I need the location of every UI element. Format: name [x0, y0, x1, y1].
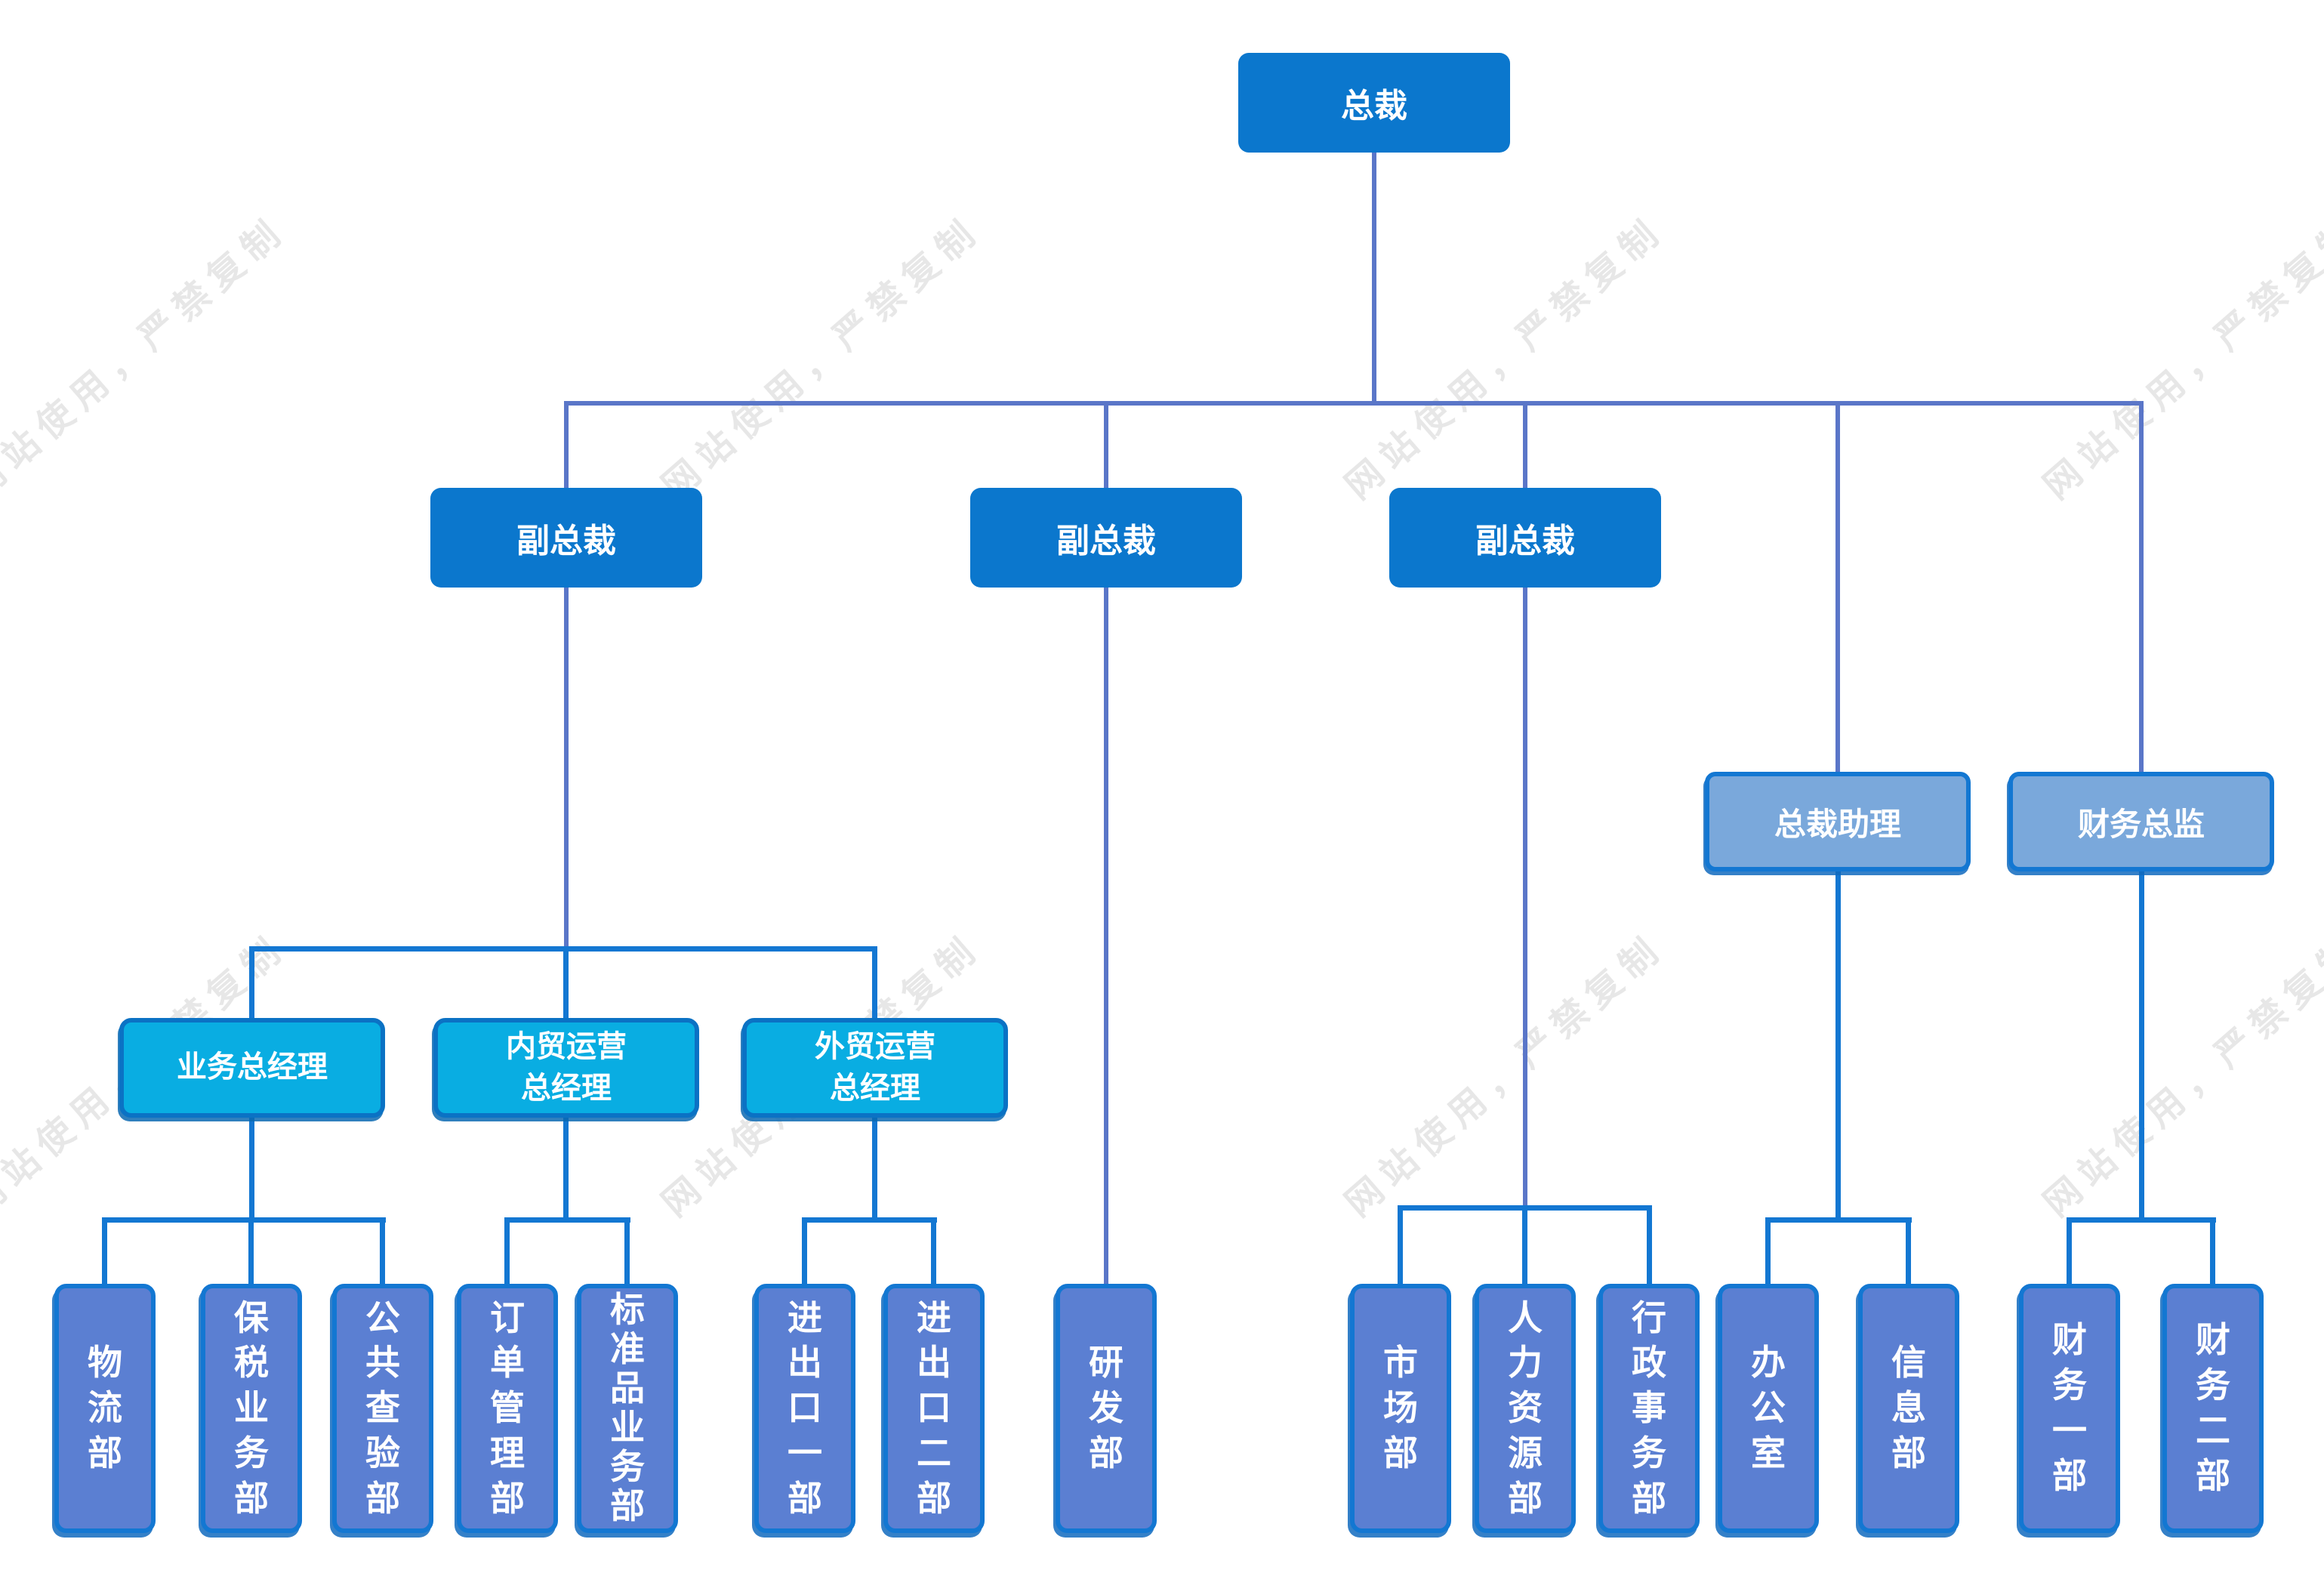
connector [504, 1217, 510, 1284]
connector [1372, 151, 1376, 406]
connector [1835, 871, 1841, 1223]
node-dept-it: 信息部 [1858, 1284, 1959, 1533]
node-vp2: 副总裁 [970, 488, 1242, 588]
connector [249, 1118, 254, 1223]
connector [2067, 1217, 2072, 1284]
connector [564, 588, 569, 951]
node-dept-orders: 订单管理部 [457, 1284, 558, 1533]
node-label: 市场部 [1383, 1342, 1418, 1473]
node-dept-standard: 标准品业务部 [577, 1284, 678, 1533]
connector [563, 1118, 569, 1223]
node-dept-inspection: 公共查验部 [332, 1284, 433, 1533]
node-dept-logistics: 物流部 [54, 1284, 156, 1533]
connector [1647, 1205, 1652, 1284]
node-dept-hr: 人力资源部 [1475, 1284, 1576, 1533]
node-dept-finance-2: 财务二部 [2162, 1284, 2264, 1533]
connector [102, 1217, 107, 1284]
node-label: 进出口一部 [788, 1297, 822, 1519]
node-label: 研发部 [1089, 1342, 1123, 1473]
connector [380, 1217, 385, 1284]
node-gm-business: 业务总经理 [119, 1018, 385, 1118]
node-label: 内贸运营 总经理 [506, 1029, 627, 1106]
connector [1835, 401, 1840, 773]
node-label: 标准品业务部 [610, 1289, 645, 1526]
node-dept-marketing: 市场部 [1350, 1284, 1451, 1533]
node-dept-office: 办公室 [1718, 1284, 1819, 1533]
node-label: 人力资源部 [1508, 1297, 1543, 1519]
connector [1906, 1217, 1911, 1284]
node-label: 副总裁 [1475, 522, 1575, 560]
connector [564, 401, 2144, 406]
connector [249, 946, 254, 1019]
node-dept-import-export-2: 进出口二部 [883, 1284, 985, 1533]
node-label: 外贸运营 总经理 [815, 1029, 935, 1106]
node-label: 信息部 [1891, 1342, 1926, 1473]
watermark: 网站使用，严禁复制 [1337, 925, 1673, 1226]
connector [102, 1217, 386, 1223]
connector [248, 1217, 254, 1284]
node-gm-foreign: 外贸运营 总经理 [742, 1018, 1008, 1118]
connector [1523, 401, 1527, 489]
watermark: 网站使用，严禁复制 [0, 208, 295, 508]
node-label: 总裁 [1341, 87, 1407, 125]
connector [504, 1217, 630, 1223]
watermark: 网站使用，严禁复制 [1337, 208, 1673, 508]
connector [1523, 588, 1527, 1210]
connector [931, 1217, 936, 1284]
connector [802, 1217, 937, 1223]
node-president: 总裁 [1238, 53, 1510, 153]
node-label: 行政事务部 [1632, 1297, 1666, 1519]
connector [872, 1118, 877, 1223]
node-label: 财务一部 [2052, 1319, 2087, 1496]
node-label: 办公室 [1751, 1342, 1786, 1473]
connector [564, 401, 569, 489]
connector [2210, 1217, 2215, 1284]
node-label: 副总裁 [516, 522, 616, 560]
node-vp3: 副总裁 [1389, 488, 1661, 588]
connector [872, 946, 877, 1019]
watermark: 网站使用，严禁复制 [2036, 208, 2324, 508]
node-dept-admin: 行政事务部 [1598, 1284, 1700, 1533]
connector [1398, 1205, 1403, 1284]
node-label: 保税业务部 [234, 1297, 269, 1519]
node-cfo: 财务总监 [2008, 772, 2274, 871]
connector [2067, 1217, 2216, 1223]
node-label: 公共查验部 [365, 1297, 400, 1519]
node-label: 业务总经理 [177, 1050, 328, 1085]
watermark: 网站使用，严禁复制 [2036, 925, 2324, 1226]
node-dept-rnd: 研发部 [1056, 1284, 1157, 1533]
watermark: 网站使用，严禁复制 [654, 208, 990, 508]
node-label: 财务二部 [2196, 1319, 2230, 1496]
connector [1104, 588, 1108, 1285]
node-assistant: 总裁助理 [1705, 772, 1971, 871]
connector [2139, 401, 2144, 773]
connector [563, 946, 569, 1019]
node-label: 财务总监 [2077, 805, 2205, 843]
connector [1765, 1217, 1912, 1223]
node-vp1: 副总裁 [430, 488, 702, 588]
node-dept-import-export-1: 进出口一部 [754, 1284, 855, 1533]
node-label: 订单管理部 [490, 1297, 525, 1519]
connector [1104, 401, 1108, 489]
node-label: 副总裁 [1056, 522, 1156, 560]
node-label: 总裁助理 [1774, 805, 1901, 843]
connector [1765, 1217, 1771, 1284]
node-label: 进出口二部 [917, 1297, 951, 1519]
node-dept-finance-1: 财务一部 [2019, 1284, 2120, 1533]
node-gm-domestic: 内贸运营 总经理 [433, 1018, 699, 1118]
connector [802, 1217, 807, 1284]
connector [2139, 871, 2144, 1223]
connector [624, 1217, 630, 1284]
node-label: 物流部 [88, 1342, 122, 1473]
node-dept-bonded: 保税业务部 [201, 1284, 302, 1533]
connector [1522, 1205, 1527, 1284]
